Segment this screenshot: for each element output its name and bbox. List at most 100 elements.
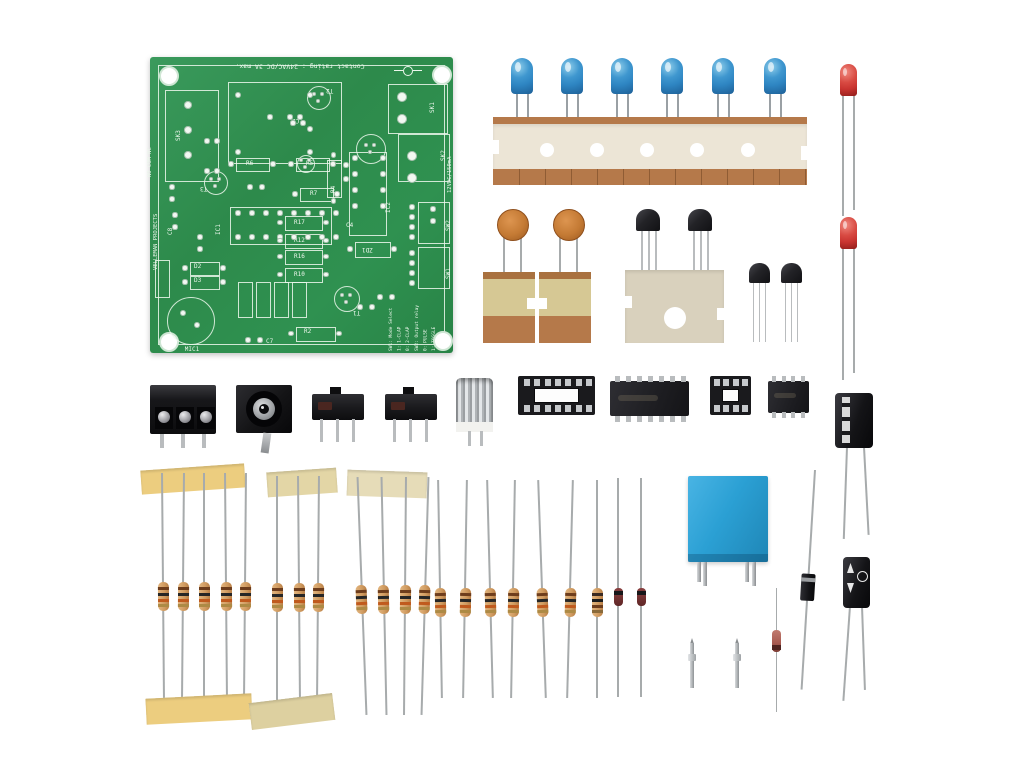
tape-segment-line [623,169,624,185]
solder-pad [307,126,313,132]
silkscreen-outline [300,188,334,202]
socket-contact [565,405,572,412]
diode-band [801,577,816,583]
resistor-band [157,603,169,607]
solder-pad [391,246,397,252]
solder-pad [407,151,417,161]
resistor-band [536,598,548,603]
resistor-band [177,598,189,603]
pcb-label-r16: R16 [294,253,305,260]
tape-hole [741,143,755,157]
silkscreen-outline [418,202,450,244]
solder-pad [380,187,386,193]
solder-pad [409,234,415,240]
resistor-band [536,604,548,609]
resistor-body [484,587,496,618]
pcb-label-mic1: MIC1 [184,346,200,353]
resistor-body [312,582,324,613]
solder-pad [363,142,369,148]
tape-segment-line [701,169,702,185]
solder-pad [183,150,193,160]
solder-pad [216,176,222,182]
solder-pad [352,203,358,209]
pcb-pin-shaft [735,643,739,688]
resistor-band [377,595,389,600]
socket-contact [714,405,720,412]
terminal-screw [158,411,170,423]
silkscreen-outline [256,282,271,318]
socket-contact [534,379,541,386]
terminal-screw [200,411,212,423]
red-led [840,64,857,96]
tape-notch [539,298,547,309]
pcb-connector-text: NO COM NC [147,147,153,177]
pcb-mounting-hole [433,331,453,351]
power-diode-assembly [792,469,825,690]
solder-pad [409,260,415,266]
solder-pad [347,246,353,252]
pcb-mounting-hole [159,66,179,86]
solder-pad [257,337,263,343]
slide-switch [312,394,364,420]
resistor-band [239,603,251,607]
solder-pad [277,271,283,278]
silkscreen-outline [355,242,391,258]
ic-pin [648,376,653,382]
led-highlight [843,68,847,76]
silkscreen-outline [296,327,336,342]
resistor-body [418,584,431,615]
stripe-mark [842,417,850,421]
resistor-band [536,609,548,613]
pcb-label-r12: R12 [294,237,305,244]
solder-pad [277,237,283,244]
solder-pad [204,168,210,174]
silkscreen-outline [190,262,220,276]
tape-band [493,169,807,185]
resistor-band [312,593,324,598]
resistor-band [507,598,519,603]
solder-pad [323,253,329,260]
resistor-band [378,606,390,610]
transistor-lead [707,231,709,273]
tape-notch [493,140,499,154]
pcb-label-r17: R17 [294,219,305,226]
solder-pad [352,171,358,177]
resistor-body [239,581,251,612]
silkscreen-outline [285,234,323,249]
solder-pad [367,149,373,155]
pcb-label-r7: R7 [310,190,318,197]
pcb-label-r2: R2 [304,328,312,335]
ic-pin [791,412,795,418]
diode-band [772,645,781,650]
terminal-pin [181,434,185,448]
solder-pad [300,120,306,126]
terminal-pin [160,434,164,448]
ic-marking [618,395,658,401]
solder-pad [197,234,203,240]
solder-pad [343,162,349,168]
resistor-band [507,604,519,609]
led-highlight [565,62,571,72]
solder-pad [267,114,273,120]
resistor-band [564,604,576,609]
tape-notch [717,308,724,320]
socket-opening [722,389,739,402]
solder-pad [343,176,349,182]
resistor-band [377,589,389,594]
ic-pin [659,416,664,422]
solder-pad [263,210,269,216]
solder-pad [277,234,283,240]
resistor-body [434,587,446,618]
ic-pin [681,376,686,382]
solder-pad [235,149,241,155]
polarity-icon [403,66,413,76]
ic-pin [800,376,805,382]
transistor-lead [693,231,695,273]
ic-pin [670,376,675,382]
led-highlight [768,62,774,72]
resistor-body [157,581,169,612]
solder-pad [380,155,386,161]
silkscreen-outline [230,207,332,245]
solder-pad [235,92,241,98]
solder-pad [307,92,313,98]
